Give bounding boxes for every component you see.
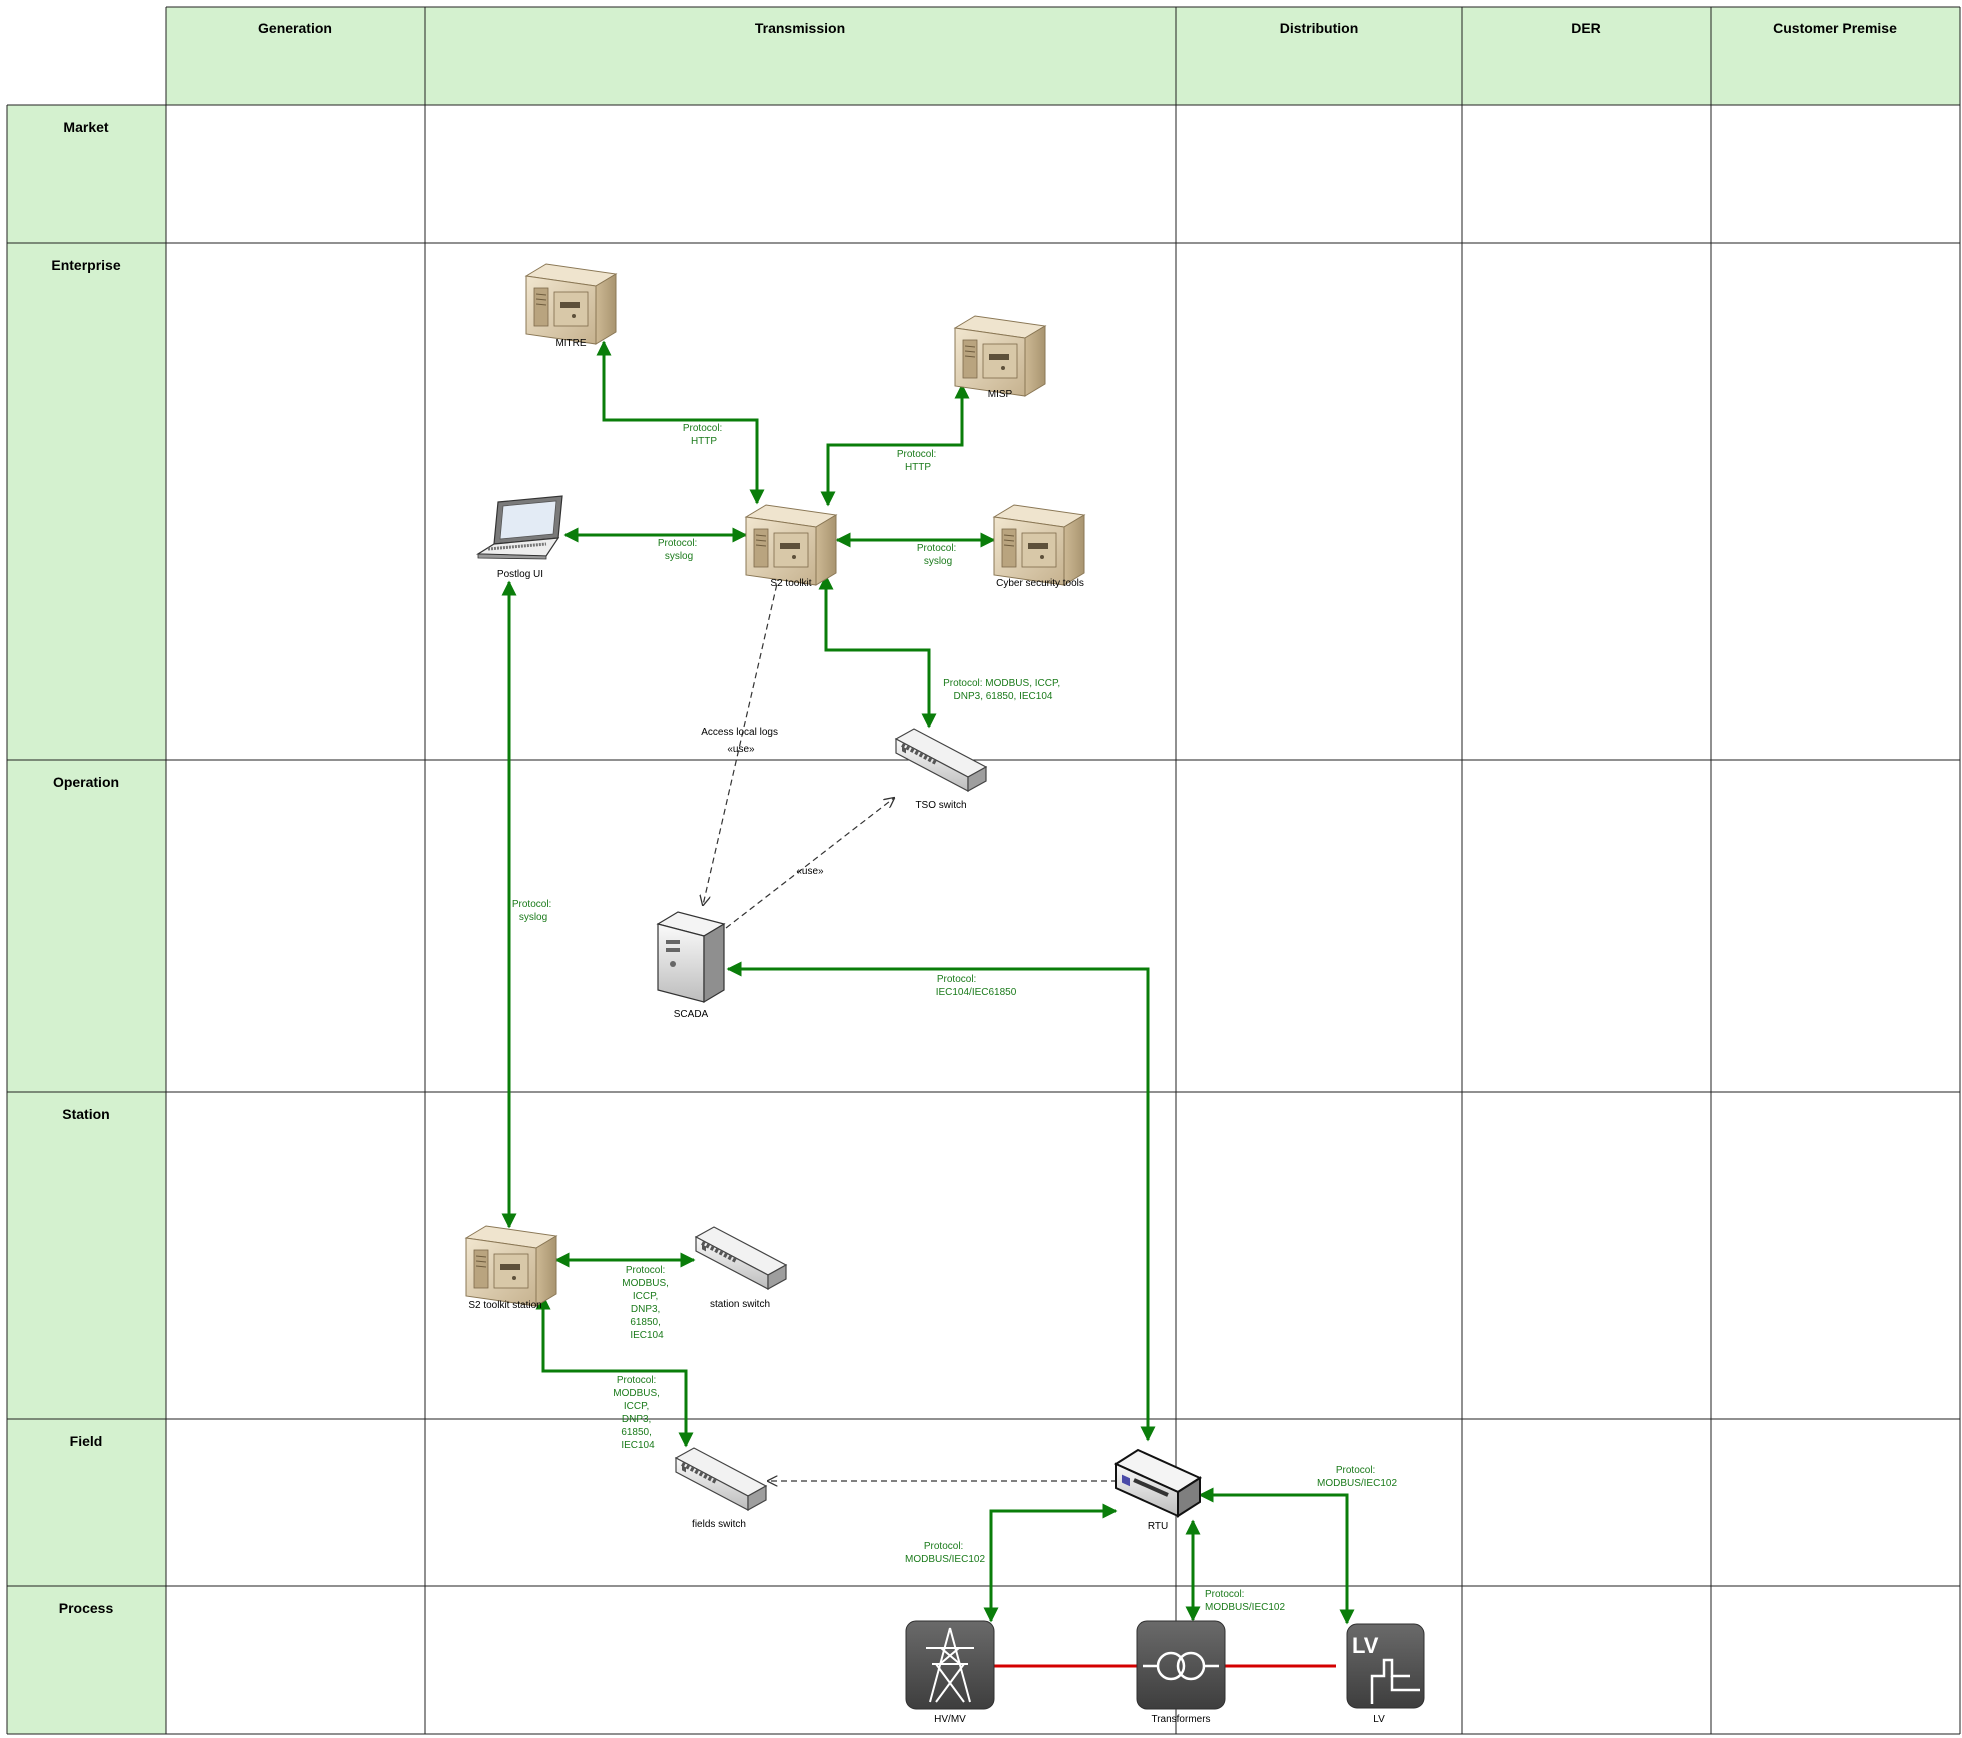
lv-tile <box>1346 1623 1425 1709</box>
transformers-tile <box>1136 1620 1226 1710</box>
column-header-customer-premise: Customer Premise <box>1773 20 1897 36</box>
tso-switch-node[interactable]: TSO switch <box>894 727 988 811</box>
column-header-der: DER <box>1571 20 1601 36</box>
row-headers <box>7 105 166 1734</box>
protocol-labels: Protocol: HTTP Protocol: HTTP Protocol: … <box>512 423 1398 1613</box>
scada-label: SCADA <box>674 1009 709 1020</box>
s2-toolkit-label: S2 toolkit <box>770 578 811 589</box>
protocol-label-s2-cyber: Protocol: syslog <box>917 543 959 567</box>
protocol-label-s2-tso: Protocol: MODBUS, ICCP, DNP3, 61850, IEC… <box>943 678 1063 702</box>
column-header-transmission: Transmission <box>755 20 845 36</box>
connector-scada-rtu <box>726 961 1156 1442</box>
s2-toolkit-station-server-icon <box>465 1225 557 1307</box>
misp-label: MISP <box>988 389 1013 400</box>
protocol-label-rtu-transformers: Protocol: MODBUS/IEC102 <box>1205 1589 1285 1613</box>
transformers-node[interactable]: Transformers <box>1136 1620 1226 1725</box>
row-header-station: Station <box>62 1106 109 1122</box>
s2-toolkit-station-label: S2 toolkit station <box>468 1300 541 1311</box>
station-switch-icon <box>694 1225 788 1291</box>
postlog-ui-node[interactable]: Postlog UI <box>476 495 563 580</box>
lv-label: LV <box>1373 1714 1385 1725</box>
protocol-label-rtu-lv: Protocol: MODBUS/IEC102 <box>1317 1465 1397 1489</box>
dependency-label-scada-tso: «use» <box>796 866 824 877</box>
fields-switch-node[interactable]: fields switch <box>674 1446 768 1530</box>
pylon-icon <box>926 1627 974 1703</box>
hv-mv-label: HV/MV <box>934 1714 966 1725</box>
station-switch-label: station switch <box>710 1299 770 1310</box>
cyber-security-tools-node[interactable]: Cyber security tools <box>993 504 1085 589</box>
misp-server-icon <box>954 315 1046 397</box>
transformer-icon <box>1143 1651 1219 1681</box>
protocol-label-ui-station: Protocol: syslog <box>512 899 554 923</box>
row-header-market: Market <box>63 119 108 135</box>
protocol-label-ui-s2: Protocol: syslog <box>658 538 700 562</box>
fields-switch-label: fields switch <box>692 1519 746 1530</box>
rtu-node[interactable]: RTU <box>1113 1448 1203 1532</box>
rtu-label: RTU <box>1148 1521 1168 1532</box>
fields-switch-icon <box>674 1446 768 1512</box>
s2-toolkit-station-node[interactable]: S2 toolkit station <box>465 1225 557 1311</box>
cyber-security-tools-label: Cyber security tools <box>996 578 1084 589</box>
connector-rtu-lv <box>1198 1487 1355 1625</box>
misp-node[interactable]: MISP <box>954 315 1046 400</box>
protocol-label-station-fields: Protocol: MODBUS, ICCP, DNP3, 61850, IEC… <box>613 1375 662 1451</box>
row-header-process: Process <box>59 1600 114 1616</box>
protocol-label-rtu-hvmv: Protocol: MODBUS/IEC102 <box>905 1541 985 1565</box>
laptop-icon <box>476 495 563 560</box>
station-switch-node[interactable]: station switch <box>694 1225 788 1310</box>
dependency-scada-tso <box>725 798 894 929</box>
connector-station-fields-switch <box>535 1294 694 1448</box>
row-header-field: Field <box>70 1433 103 1449</box>
transformers-label: Transformers <box>1151 1714 1210 1725</box>
protocol-label-mitre-s2: Protocol: HTTP <box>683 423 725 447</box>
protocol-label-misp-s2: Protocol: HTTP <box>897 449 939 473</box>
connector-s2-tso-switch <box>818 574 937 729</box>
connector-mitre-s2-toolkit <box>596 340 765 505</box>
mitre-server-icon <box>525 263 617 345</box>
rtu-icon <box>1113 1448 1203 1518</box>
protocol-label-scada-rtu: Protocol: IEC104/IEC61850 <box>936 974 1017 998</box>
scada-node[interactable]: SCADA <box>656 911 726 1020</box>
tso-switch-icon <box>894 727 988 793</box>
row-header-enterprise: Enterprise <box>51 257 120 273</box>
grid-lines <box>6 6 1961 1735</box>
lv-icon <box>1370 1658 1420 1704</box>
postlog-ui-label: Postlog UI <box>497 569 543 580</box>
lv-tile-text: LV <box>1352 1633 1379 1658</box>
dependency-access-logs <box>703 574 780 905</box>
s2-toolkit-server-icon <box>745 504 837 586</box>
column-header-distribution: Distribution <box>1280 20 1359 36</box>
lv-node[interactable]: LV LV <box>1346 1623 1425 1725</box>
connector-rtu-hvmv <box>983 1503 1118 1623</box>
cyber-security-tools-server-icon <box>993 504 1085 586</box>
connector-misp-s2-toolkit <box>820 383 970 507</box>
protocol-label-station-switch: Protocol: MODBUS, ICCP, DNP3, 61850, IEC… <box>622 1265 671 1341</box>
mitre-label: MITRE <box>555 338 586 349</box>
dependency-label-access-logs: Access local logs «use» <box>701 727 780 755</box>
hv-mv-node[interactable]: HV/MV <box>905 1620 995 1725</box>
mitre-node[interactable]: MITRE <box>525 263 617 349</box>
column-header-generation: Generation <box>258 20 332 36</box>
s2-toolkit-node[interactable]: S2 toolkit <box>745 504 837 589</box>
column-headers <box>166 7 1960 105</box>
tower-server-icon <box>656 911 726 1004</box>
connections <box>501 340 1355 1625</box>
row-header-operation: Operation <box>53 774 119 790</box>
tso-switch-label: TSO switch <box>915 800 966 811</box>
